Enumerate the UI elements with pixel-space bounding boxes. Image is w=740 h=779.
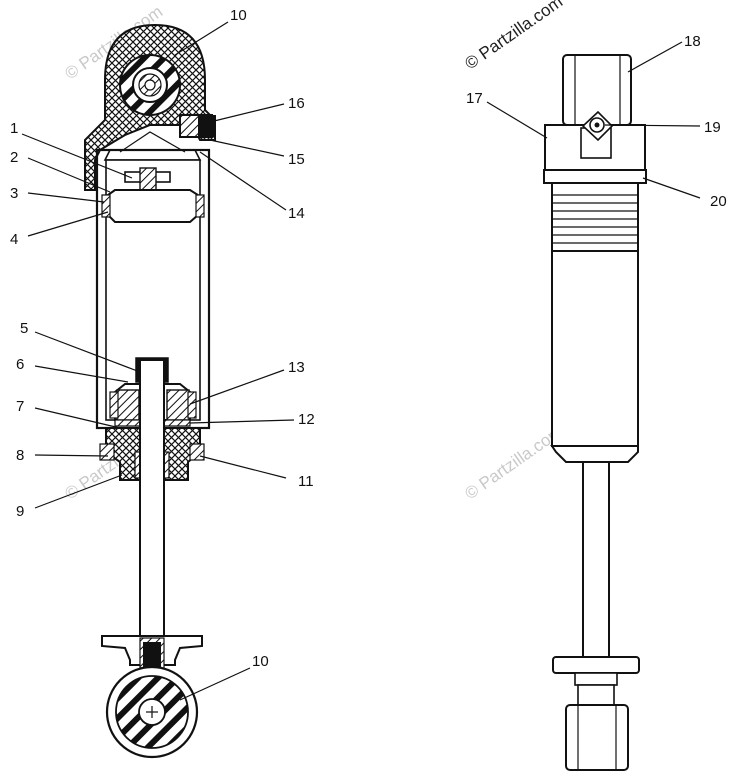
- callout-9: 9: [16, 503, 24, 520]
- callout-14: 14: [288, 205, 305, 222]
- callout-7: 7: [16, 398, 24, 415]
- callout-18: 18: [684, 33, 701, 50]
- body-exterior: [551, 250, 639, 447]
- watermark-top-right: © Partzilla.com: [461, 0, 566, 73]
- o-ring: [543, 169, 647, 184]
- callout-4: 4: [10, 231, 18, 248]
- callout-8: 8: [16, 447, 24, 464]
- leader-lines: [21, 21, 701, 701]
- threaded-body: [551, 182, 639, 252]
- cutaway-shock: [84, 23, 216, 759]
- callout-3: 3: [10, 185, 18, 202]
- callout-15: 15: [288, 151, 305, 168]
- callout-5: 5: [20, 320, 28, 337]
- bottom-eye-exterior: [565, 704, 629, 771]
- callout-20: 20: [710, 193, 727, 210]
- piston-rod-exterior: [582, 461, 610, 658]
- callout-19: 19: [704, 119, 721, 136]
- callout-13: 13: [288, 359, 305, 376]
- dividing-piston: [107, 189, 199, 223]
- callout-1: 1: [10, 120, 18, 137]
- callout-17: 17: [466, 90, 483, 107]
- piston-rod: [139, 359, 165, 639]
- callout-12: 12: [298, 411, 315, 428]
- exterior-shock: [543, 54, 647, 771]
- callout-labels: 10 1 2 3 4 16 15 14 5 6 7 8 9 13 12 11 1…: [10, 7, 727, 670]
- watermark-bottom-right: © Partzilla.com: [461, 422, 566, 503]
- callout-6: 6: [16, 356, 24, 373]
- callout-10-top: 10: [230, 7, 247, 24]
- callout-16: 16: [288, 95, 305, 112]
- callout-10-bottom: 10: [252, 653, 269, 670]
- callout-2: 2: [10, 149, 18, 166]
- callout-11: 11: [298, 473, 314, 490]
